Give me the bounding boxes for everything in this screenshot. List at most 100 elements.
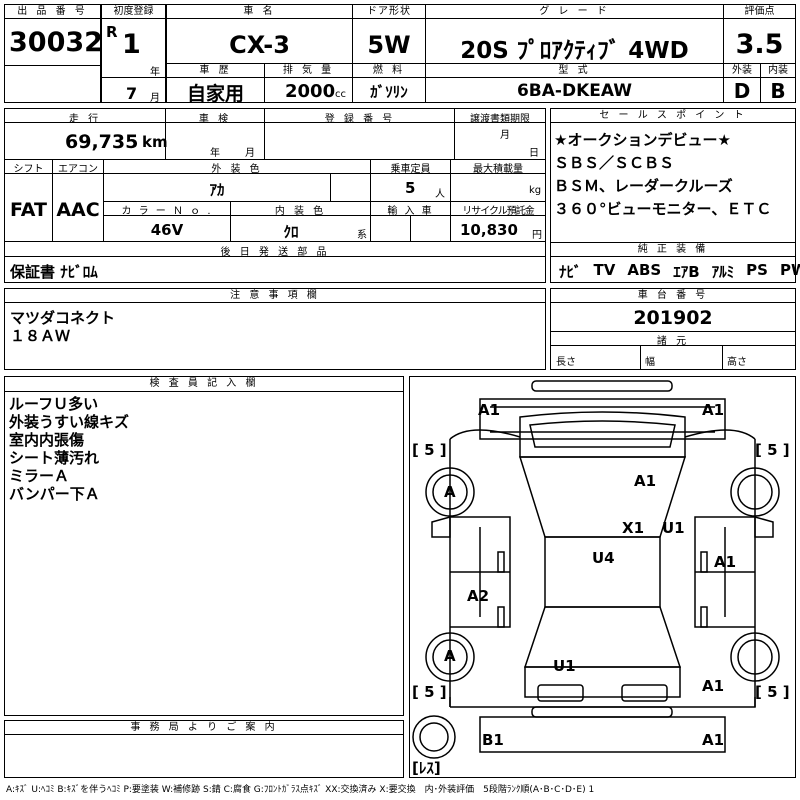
door-box: ドア形状 5W — [352, 4, 426, 64]
exterior-label: 外装 — [724, 64, 760, 78]
width-label: 幅 — [645, 357, 655, 368]
displacement-label: 排 気 量 — [265, 64, 352, 78]
fuel-box: 燃 料 ｶﾞｿﾘﾝ — [352, 63, 426, 103]
interior-label: 内装 — [761, 64, 795, 78]
inspection-month-unit: 月 — [245, 148, 255, 159]
equipment-label: 純 正 装 備 — [551, 243, 795, 257]
car-outline-svg — [412, 380, 780, 759]
interior-color-suffix: 系 — [357, 230, 367, 241]
inspector-note: ルーフＵ多い — [9, 395, 99, 413]
tire-front-right-label: [ 5 ] — [755, 441, 790, 459]
damage-mark: U4 — [592, 549, 615, 567]
damage-mark: U1 — [553, 657, 576, 675]
max-load-unit: kg — [529, 185, 542, 196]
inspector-notes: ルーフＵ多い 外装うすい線キズ 室内内張傷 シート薄汚れ ミラーＡ バンパー下Ａ — [9, 395, 129, 503]
damage-mark: A1 — [714, 553, 737, 571]
transfer-month-unit: 月 — [500, 130, 510, 141]
lot-number-label: 出 品 番 号 — [5, 5, 100, 19]
recycle-label: リサイクル預託金 — [462, 206, 535, 217]
ac-label: エアコン — [58, 164, 98, 175]
damage-mark: A1 — [702, 677, 725, 695]
import-label: 輸 入 車 — [387, 206, 434, 217]
inspector-note: シート薄汚れ — [9, 449, 100, 467]
notes-label: 注 意 事 項 欄 — [5, 289, 545, 303]
lot-number: 30032 — [9, 27, 103, 58]
inspector-box: 検 査 員 記 入 欄 ルーフＵ多い 外装うすい線キズ 室内内張傷 シート薄汚れ… — [4, 376, 404, 716]
length-label: 長さ — [556, 357, 576, 368]
height-label: 高さ — [727, 357, 747, 368]
first-registration-label: 初度登録 — [102, 5, 165, 19]
exterior-grade-box: 外装 D — [723, 63, 761, 103]
displacement-box: 排 気 量 2000 cc — [264, 63, 353, 103]
sales-points-list: ★オークションデビュー★ ＳＢＳ／ＳＣＢＳ ＢＳＭ、レーダークルーズ ３６０°ビ… — [554, 131, 771, 218]
later-parts: 保証書 ﾅﾋﾞﾛﾑ — [10, 263, 98, 281]
equipment-navi: ﾅﾋﾞ — [559, 263, 582, 281]
inspector-note: ミラーＡ — [9, 467, 70, 485]
damage-mark: U1 — [662, 519, 685, 537]
tire-front-left-label: [ 5 ] — [412, 441, 447, 459]
office-box: 事 務 局 よ り ご 案 内 — [4, 720, 404, 778]
registration-year: 1 — [122, 29, 141, 60]
car-name: CX-3 — [229, 31, 290, 59]
exterior-grade: D — [733, 79, 751, 103]
sales-points-box: セ ー ル ス ポ イ ン ト ★オークションデビュー★ ＳＢＳ／ＳＣＢＳ ＢＳ… — [550, 108, 796, 243]
tire-rear-right-label: [ 5 ] — [755, 683, 790, 701]
displacement: 2000 — [285, 81, 336, 102]
shift-label: シフト — [13, 164, 44, 175]
grade-box: グ レ ー ド 20S ﾌﾟﾛｱｸﾃｨﾌﾞ 4WD — [425, 4, 724, 64]
tire-rear-left-label: [ 5 ] — [412, 683, 447, 701]
capacity-unit: 人 — [435, 189, 445, 200]
grade-label: グ レ ー ド — [426, 5, 723, 19]
note-item: １８ＡＷ — [10, 327, 71, 345]
grade: 20S ﾌﾟﾛｱｸﾃｨﾌﾞ 4WD — [460, 38, 689, 64]
month-unit: 月 — [150, 93, 160, 104]
car-name-label: 車 名 — [167, 5, 352, 19]
transfer-day-unit: 日 — [529, 148, 539, 159]
damage-mark: X1 — [622, 519, 645, 537]
later-parts-label: 後 日 発 送 部 品 — [220, 247, 330, 258]
legend-text: A:ｷｽﾞ U:ﾍｺﾐ B:ｷｽﾞを伴うﾍｺﾐ P:要塗装 W:補修跡 S:錆 … — [6, 785, 595, 795]
chassis-label: 車 台 番 号 — [551, 289, 795, 303]
equipment-airbag: ｴｱB — [673, 263, 700, 281]
registration-month: 7 — [126, 84, 138, 103]
mileage-label: 走 行 — [68, 114, 102, 125]
sales-point-item: ３６０°ビューモニター、ＥＴＣ — [554, 200, 772, 218]
color-number-label: カ ラ ー Ｎ ｏ . — [121, 206, 213, 217]
equipment-pw: PW — [779, 261, 800, 279]
history: 自家用 — [186, 83, 244, 105]
door-label: ドア形状 — [353, 5, 425, 19]
mileage-unit: km — [142, 133, 168, 151]
era-value: R — [106, 23, 118, 41]
max-load-label: 最大積載量 — [473, 164, 523, 175]
equipment-ps: PS — [746, 261, 768, 279]
transfer-deadline-label: 譲渡書類期限 — [470, 114, 530, 125]
chassis-number: 201902 — [633, 307, 713, 329]
spec-label: 諸 元 — [656, 336, 690, 347]
notes-box: 注 意 事 項 欄 マツダコネクト １８ＡＷ — [4, 288, 546, 370]
score-box: 評価点 3.5 — [723, 4, 796, 64]
chassis-box: 車 台 番 号 201902 諸 元 長さ 幅 高さ — [550, 288, 796, 370]
damage-mark: A — [444, 483, 456, 501]
recycle-unit: 円 — [532, 230, 542, 241]
damage-mark: A2 — [467, 587, 490, 605]
equipment-alloy: ｱﾙﾐ — [711, 263, 735, 281]
inspector-label: 検 査 員 記 入 欄 — [5, 377, 403, 392]
inspector-note: 外装うすい線キズ — [9, 413, 130, 431]
office-label: 事 務 局 よ り ご 案 内 — [5, 721, 403, 735]
damage-mark: A1 — [634, 472, 657, 490]
recycle-deposit: 10,830 — [460, 221, 518, 239]
score: 3.5 — [735, 29, 784, 60]
notes-list: マツダコネクト １８ＡＷ — [10, 309, 115, 345]
inspection-label: 車 検 — [198, 114, 232, 125]
car-name-box: 車 名 CX-3 — [166, 4, 353, 64]
registration-number-label: 登 録 番 号 — [324, 114, 396, 125]
first-registration-box: 初度登録 R 1 年 7 月 — [101, 4, 166, 104]
capacity-label: 乗車定員 — [390, 164, 431, 175]
sales-point-item: ★オークションデビュー★ — [554, 131, 731, 149]
air-conditioner: AAC — [56, 199, 100, 221]
exterior-color-label: 外 装 色 — [211, 164, 263, 175]
lot-number-box: 出 品 番 号 30032 — [4, 4, 103, 103]
history-label: 車 歴 — [167, 64, 264, 78]
sales-point-item: ＢＳＭ、レーダークルーズ — [554, 177, 733, 195]
damage-mark: A1 — [702, 401, 725, 419]
